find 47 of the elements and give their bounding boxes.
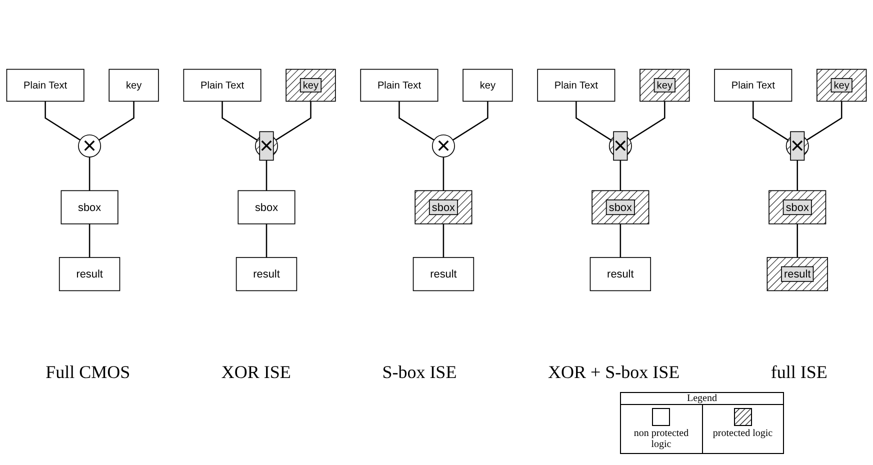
panel-caption: XOR + S-box ISE xyxy=(548,362,680,383)
connector xyxy=(752,101,788,141)
connector xyxy=(222,101,258,141)
node-box: Plain Text xyxy=(537,68,616,102)
panel-caption: Full CMOS xyxy=(46,362,130,383)
node-box: result xyxy=(236,257,298,292)
node-box: Plain Text xyxy=(6,68,84,102)
connector xyxy=(576,101,612,141)
connector xyxy=(620,224,622,258)
connector xyxy=(44,101,81,141)
node-box: key xyxy=(640,68,690,102)
connector xyxy=(98,101,134,141)
legend-label: non protected logic xyxy=(634,428,689,450)
connector xyxy=(629,101,666,141)
node-box: key xyxy=(462,68,513,102)
node-box: result xyxy=(590,257,652,292)
panel-caption: XOR ISE xyxy=(221,362,291,383)
panel-caption: full ISE xyxy=(770,362,828,383)
node-box: key xyxy=(816,68,867,102)
node-box: sbox xyxy=(238,190,296,224)
connector xyxy=(88,224,90,258)
connector xyxy=(796,224,798,258)
connector xyxy=(276,101,312,141)
node-box: sbox xyxy=(60,190,118,224)
legend-label: protected logic xyxy=(712,428,773,439)
node-circle: × xyxy=(78,134,102,158)
legend-title: Legend xyxy=(621,393,783,405)
node-box: Plain Text xyxy=(183,68,262,102)
node-circle: × xyxy=(432,134,455,158)
panel-caption: S-box ISE xyxy=(382,362,457,383)
connector xyxy=(442,157,444,191)
node-box: result xyxy=(58,257,120,292)
connector xyxy=(452,101,488,141)
node-box: sbox xyxy=(414,190,472,224)
node-box: key xyxy=(108,68,159,102)
connector xyxy=(266,224,268,258)
node-box: result xyxy=(766,257,828,292)
connector xyxy=(398,101,434,141)
node-box: sbox xyxy=(768,190,826,224)
node-box: result xyxy=(412,257,474,292)
connector xyxy=(442,224,444,258)
connector xyxy=(88,157,90,191)
node-box: key xyxy=(286,68,336,102)
node-box: Plain Text xyxy=(360,68,438,102)
node-box: Plain Text xyxy=(714,68,792,102)
node-box: sbox xyxy=(592,190,650,224)
connector xyxy=(806,101,842,141)
